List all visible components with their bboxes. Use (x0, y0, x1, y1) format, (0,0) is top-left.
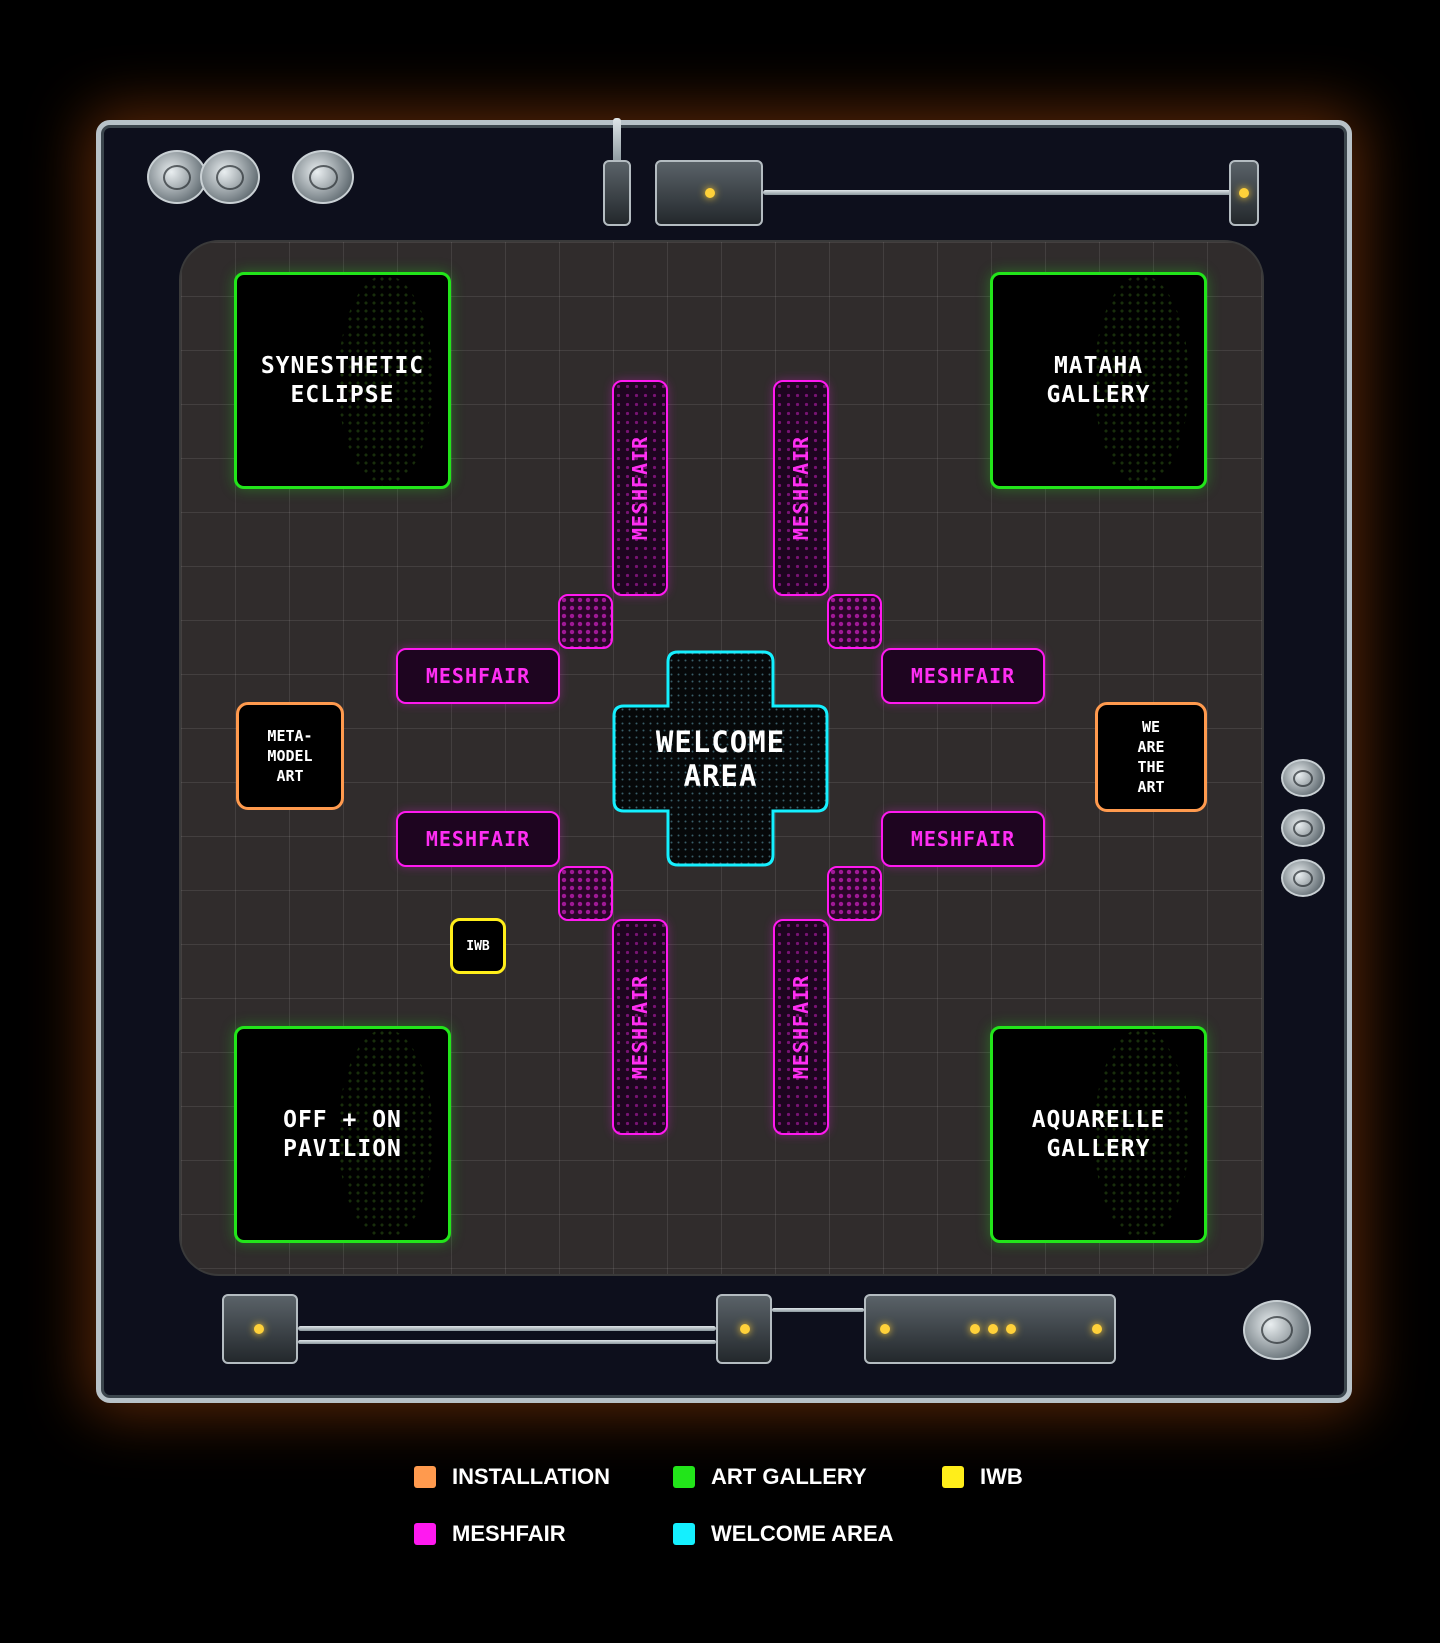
gallery-pattern (1094, 1029, 1190, 1240)
top-connector-right (1229, 160, 1259, 226)
iwb-label: IWB (466, 938, 490, 954)
legend-label: ART GALLERY (711, 1464, 867, 1489)
gallery-aquarelle[interactable]: AQUARELLE GALLERY (990, 1026, 1207, 1243)
top-antenna (613, 118, 621, 163)
bottom-center-module (716, 1294, 772, 1364)
meshfair-connector-bottom-right (827, 866, 882, 921)
welcome-area[interactable]: WELCOME AREA (612, 650, 829, 867)
legend-welcome-area: WELCOME AREA (673, 1521, 894, 1547)
meshfair-connector-top-left (558, 594, 613, 649)
meshfair-label: MESHFAIR (910, 664, 1016, 688)
gallery-pattern (338, 1029, 434, 1240)
legend-swatch (414, 1523, 436, 1545)
gallery-off-on-pavilion[interactable]: OFF + ON PAVILION (234, 1026, 451, 1243)
meshfair-label: MESHFAIR (910, 827, 1016, 851)
bottom-rail-3 (772, 1308, 864, 1312)
gallery-label: OFF + ON PAVILION (283, 1106, 402, 1162)
gallery-synesthetic-eclipse[interactable]: SYNESTHETIC ECLIPSE (234, 272, 451, 489)
gallery-pattern (1094, 275, 1190, 486)
meshfair-connector-bottom-left (558, 866, 613, 921)
legend-label: WELCOME AREA (711, 1521, 894, 1546)
meshfair-right-upper[interactable]: MESHFAIR (881, 648, 1045, 704)
legend-label: IWB (980, 1464, 1023, 1489)
top-center-module (655, 160, 763, 226)
meshfair-bottom-left[interactable]: MESHFAIR (612, 919, 668, 1135)
top-connector-left (603, 160, 631, 226)
gallery-label: AQUARELLE GALLERY (1031, 1106, 1166, 1162)
meshfair-label: MESHFAIR (628, 974, 653, 1080)
top-left-knob-1 (147, 150, 207, 204)
installation-meta-model-art[interactable]: META- MODEL ART (236, 702, 344, 810)
top-left-knob-2 (200, 150, 260, 204)
legend-installation: INSTALLATION (414, 1464, 610, 1490)
installation-label: WE ARE THE ART (1137, 718, 1165, 796)
gallery-label: SYNESTHETIC ECLIPSE (260, 352, 425, 408)
meshfair-connector-top-right (827, 594, 882, 649)
legend-art-gallery: ART GALLERY (673, 1464, 867, 1490)
installation-we-are-the-art[interactable]: WE ARE THE ART (1095, 702, 1207, 812)
meshfair-left-upper[interactable]: MESHFAIR (396, 648, 560, 704)
legend-meshfair: MESHFAIR (414, 1521, 566, 1547)
legend-swatch (414, 1466, 436, 1488)
right-knob-1 (1281, 759, 1325, 797)
meshfair-label: MESHFAIR (425, 827, 531, 851)
right-knob-2 (1281, 809, 1325, 847)
bottom-right-knob (1243, 1300, 1311, 1360)
installation-label: META- MODEL ART (267, 727, 313, 785)
gallery-pattern (338, 275, 434, 486)
gallery-mataha[interactable]: MATAHA GALLERY (990, 272, 1207, 489)
legend-label: MESHFAIR (452, 1521, 566, 1546)
meshfair-label: MESHFAIR (789, 435, 814, 541)
bottom-right-module (864, 1294, 1116, 1364)
legend-swatch (942, 1466, 964, 1488)
legend-label: INSTALLATION (452, 1464, 611, 1489)
top-left-knob-3 (292, 150, 354, 204)
meshfair-top-right[interactable]: MESHFAIR (773, 380, 829, 596)
welcome-area-shape (612, 650, 829, 867)
right-knob-3 (1281, 859, 1325, 897)
meshfair-label: MESHFAIR (425, 664, 531, 688)
meshfair-label: MESHFAIR (628, 435, 653, 541)
meshfair-right-lower[interactable]: MESHFAIR (881, 811, 1045, 867)
iwb-zone[interactable]: IWB (450, 918, 506, 974)
meshfair-bottom-right[interactable]: MESHFAIR (773, 919, 829, 1135)
welcome-area-label: WELCOME AREA (655, 724, 786, 793)
bottom-rail-2 (298, 1340, 716, 1344)
legend-swatch (673, 1523, 695, 1545)
legend-iwb: IWB (942, 1464, 1023, 1490)
meshfair-label: MESHFAIR (789, 974, 814, 1080)
meshfair-left-lower[interactable]: MESHFAIR (396, 811, 560, 867)
gallery-label: MATAHA GALLERY (1046, 352, 1151, 408)
bottom-rail-1 (298, 1326, 716, 1331)
meshfair-top-left[interactable]: MESHFAIR (612, 380, 668, 596)
bottom-left-module (222, 1294, 298, 1364)
top-rail (763, 190, 1233, 195)
legend-swatch (673, 1466, 695, 1488)
